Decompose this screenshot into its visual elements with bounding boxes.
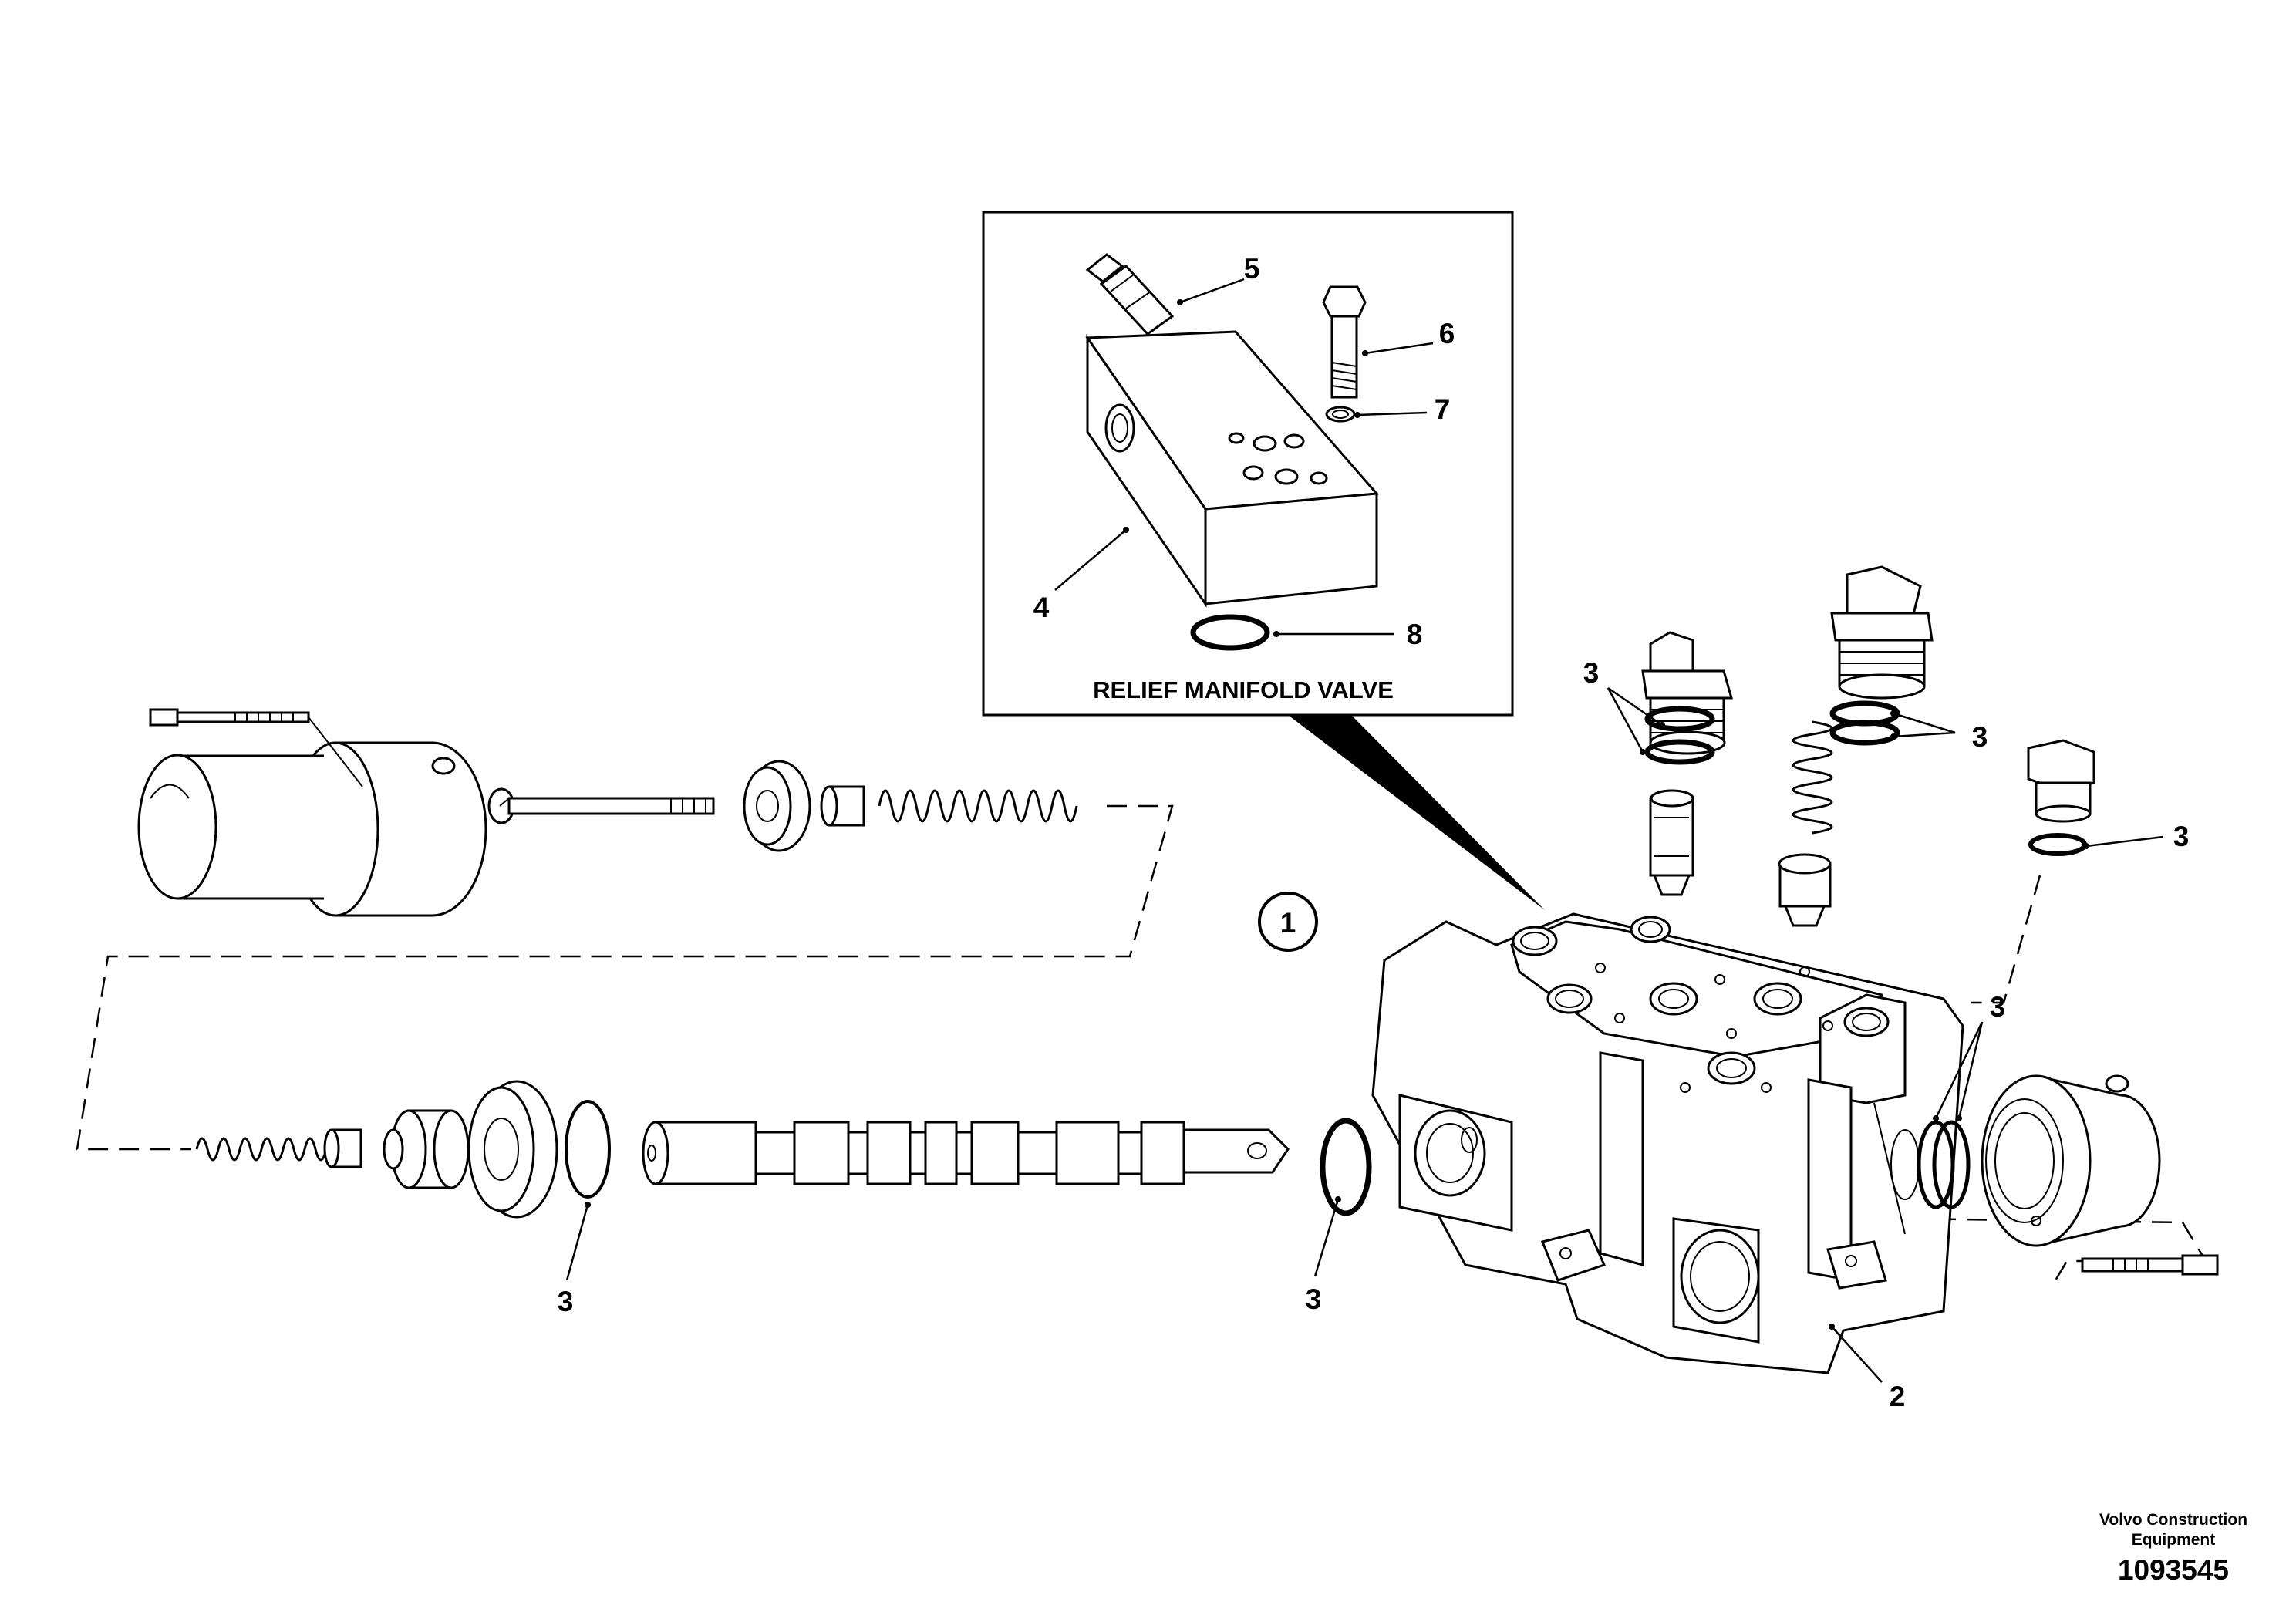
oring-spool bbox=[565, 1100, 611, 1199]
brand-line-1: Volvo Construction bbox=[2099, 1511, 2247, 1529]
main-spool bbox=[642, 1121, 1290, 1185]
callout-5: 5 bbox=[1244, 253, 1260, 285]
oring-plug-left-b bbox=[1644, 739, 1715, 765]
relief-manifold-inset bbox=[982, 211, 1545, 910]
check-plug-right bbox=[1830, 565, 1934, 700]
oring-plug-left-a bbox=[1644, 706, 1715, 732]
spring-upper bbox=[878, 789, 1078, 823]
callout-4: 4 bbox=[1033, 592, 1050, 623]
lower-spool-assembly bbox=[195, 1080, 1372, 1219]
washer bbox=[1325, 406, 1356, 423]
oring-right-b bbox=[1932, 1120, 1971, 1209]
bolt bbox=[1322, 285, 1367, 399]
oring-body-left bbox=[1320, 1118, 1372, 1216]
callout-3-spool: 3 bbox=[558, 1286, 574, 1317]
callout-7: 7 bbox=[1435, 393, 1451, 425]
inset-pointer bbox=[1288, 715, 1545, 910]
figure-number: 1093545 bbox=[2118, 1554, 2229, 1586]
callout-8: 8 bbox=[1407, 619, 1423, 650]
callout-3-end-cap: 3 bbox=[1990, 991, 2006, 1023]
upper-spool-end-assembly bbox=[137, 708, 1078, 917]
callout-circle-1 bbox=[1258, 892, 1318, 952]
inset-frame bbox=[982, 211, 1514, 717]
inset-title: RELIEF MANIFOLD VALVE bbox=[1093, 676, 1394, 703]
oring-inset bbox=[1190, 614, 1270, 651]
callout-3-plug-right: 3 bbox=[1972, 721, 1988, 753]
callout-3-plug-left: 3 bbox=[1583, 657, 1600, 689]
poppet-small bbox=[1649, 789, 1694, 896]
callout-3-plug-far-right: 3 bbox=[2173, 821, 2190, 852]
callout-6: 6 bbox=[1439, 318, 1455, 349]
plug-far-right bbox=[2027, 739, 2095, 823]
poppet-right bbox=[1778, 853, 1832, 927]
relief-cartridge bbox=[1085, 253, 1175, 336]
callout-2: 2 bbox=[1890, 1381, 1906, 1412]
oring-plug-far-right bbox=[2028, 833, 2087, 856]
right-end-cap bbox=[1917, 1074, 2219, 1276]
valve-body bbox=[1371, 912, 1964, 1374]
callout-1: 1 bbox=[1280, 907, 1296, 939]
leader-lines bbox=[565, 686, 2164, 1383]
callout-3-body: 3 bbox=[1306, 1283, 1322, 1315]
oring-right-a bbox=[1917, 1120, 1955, 1209]
check-plug-left bbox=[1641, 631, 1733, 755]
oring-plug-right-b bbox=[1829, 720, 1900, 746]
brand-line-2: Equipment bbox=[2132, 1531, 2216, 1549]
spring-check bbox=[1792, 720, 1833, 835]
manifold-block bbox=[1085, 330, 1380, 608]
